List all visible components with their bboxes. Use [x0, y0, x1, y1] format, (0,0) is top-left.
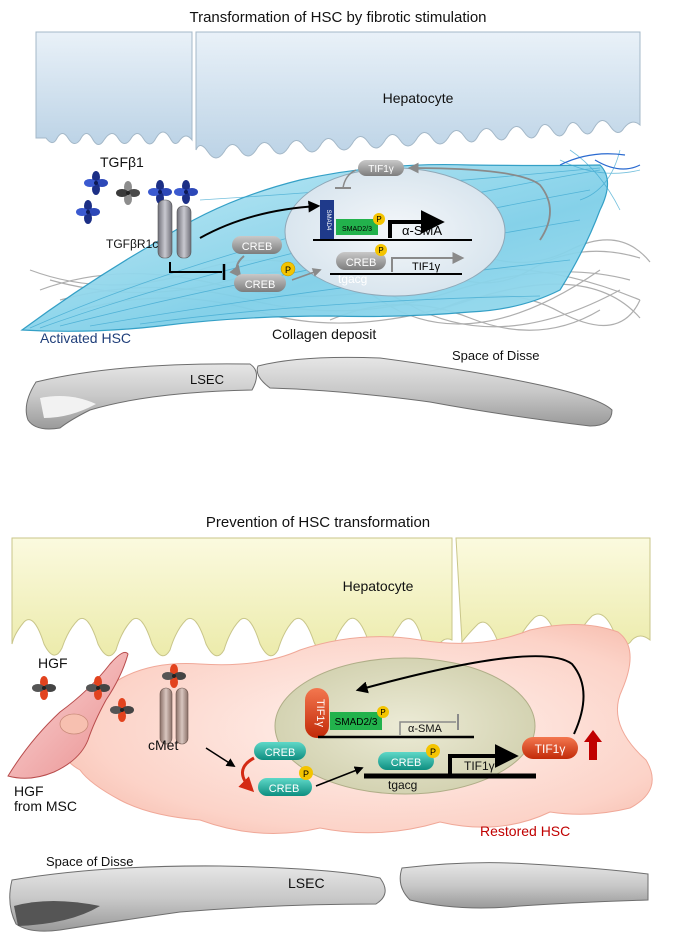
- asma-transcription-arrow: [388, 210, 445, 238]
- phospho-label-bottom: P: [303, 769, 309, 779]
- creb-phospho-arrow-bottom: [238, 756, 255, 793]
- msc-label-line1: HGF: [14, 783, 44, 799]
- hepatocyte-left-top: [35, 31, 193, 145]
- lsec-bottom-nucleus: [14, 901, 100, 926]
- tgfbr1c-receptor-left: [157, 199, 173, 259]
- creb-nuclear-phospho-bottom: [426, 744, 440, 758]
- cell-extension: [559, 153, 641, 170]
- smad-phospho-label-bottom: P: [380, 708, 385, 717]
- top-hepatocyte-label: Hepatocyte: [383, 90, 454, 106]
- cmet-receptor-left: [159, 687, 173, 745]
- tif-protein-label: TIF1γ: [368, 164, 394, 175]
- top-title: Transformation of HSC by fibrotic stimul…: [189, 9, 486, 26]
- lsec-right-top: [256, 356, 613, 427]
- smad23-box: [336, 219, 378, 235]
- tgfb1-ligand-icon: [84, 171, 108, 195]
- creb-phospho-label: CREB: [245, 279, 276, 291]
- phospho-badge: [280, 261, 296, 277]
- top-space-disse-label: Space of Disse: [452, 348, 539, 363]
- nucleus-top: [284, 167, 506, 297]
- creb-phospho-arrow: [229, 255, 245, 278]
- tgfb1-ligand-icon: [116, 181, 140, 205]
- lsec-right-bottom: [399, 862, 649, 909]
- tgfb1-label: TGFβ1: [100, 154, 144, 170]
- creb-to-nucleus-arrow-bottom: [315, 766, 364, 787]
- creb-nuclear-phospho: [375, 244, 387, 256]
- phospho-label: P: [285, 265, 291, 275]
- creb-nuclear-phospho-label-bottom: P: [430, 747, 436, 757]
- creb-phospho-bottom: [258, 778, 312, 796]
- creb-nuclear-label-bottom: CREB: [391, 757, 422, 769]
- asma-repressed-line: [399, 721, 456, 735]
- nucleus-bottom: [274, 657, 536, 795]
- msc-nucleus: [59, 713, 89, 735]
- tif-bound-label: TIF1γ: [314, 699, 326, 728]
- tif-protein-bottom: [522, 737, 578, 759]
- tgfb1-ligand-icon: [174, 180, 198, 204]
- restored-hsc-label: Restored HSC: [480, 823, 570, 839]
- hgf-ligand-icon: [32, 676, 56, 700]
- creb-cyto-label: CREB: [242, 241, 273, 253]
- lsec-left-bottom: [9, 865, 386, 932]
- lsec-left-nucleus: [40, 396, 96, 418]
- top-lsec-label: LSEC: [190, 372, 224, 387]
- tif-feedback-arrow: [407, 162, 551, 241]
- smad4-label: SMAD4: [325, 210, 331, 231]
- bottom-space-disse-label: Space of Disse: [46, 854, 133, 869]
- tif-bound-smad: [305, 688, 329, 738]
- tif-gene-label: TIF1γ: [412, 261, 441, 273]
- smad23-label: SMAD2/3: [342, 226, 372, 233]
- creb-nuclear-phospho-label: P: [378, 246, 383, 255]
- creb-nuclear-bottom: [378, 752, 434, 770]
- smad23-box-bottom: [330, 712, 382, 730]
- cmet-receptor-right: [175, 687, 189, 745]
- cmet-label: cMet: [148, 737, 178, 753]
- tgfbr1c-receptor-right: [176, 205, 192, 259]
- hepatocyte-right-top: [195, 31, 641, 159]
- creb-to-nucleus-arrow: [291, 268, 322, 281]
- smad23-label-bottom: SMAD2/3: [335, 717, 378, 728]
- hgf-label: HGF: [38, 655, 68, 671]
- creb-cytoplasmic: [232, 236, 282, 254]
- tgfb1-ligand-icon: [76, 200, 100, 224]
- tif-gene-label-bottom: TIF1γ: [464, 759, 495, 773]
- creb-cytoplasmic-bottom: [254, 742, 306, 760]
- smad4-box: [320, 200, 334, 240]
- tgfbr-to-smad-arrow: [199, 200, 321, 239]
- tgacg-motif: tgacg: [338, 272, 367, 286]
- msc-label-line2: from MSC: [14, 798, 77, 814]
- bottom-panel: Prevention of HSC transformation Hepatoc…: [7, 514, 653, 932]
- tgfbr1c-label: TGFβR1c: [106, 237, 158, 251]
- bottom-lsec-label: LSEC: [288, 875, 325, 891]
- tif-upregulated-arrow: [584, 730, 602, 760]
- creb-phospho: [234, 274, 286, 292]
- smad-phospho-bottom: [377, 706, 389, 718]
- creb-cyto-label-bottom: CREB: [265, 747, 296, 759]
- cmet-to-creb-arrow: [205, 747, 236, 767]
- tif-transcription-arrow-bottom: [448, 744, 519, 774]
- collagen-label: Collagen deposit: [272, 326, 376, 342]
- cytoskeleton-lines: [29, 149, 641, 329]
- creb-nuclear-label: CREB: [346, 257, 377, 269]
- activated-hsc-label: Activated HSC: [40, 330, 131, 346]
- bottom-title: Prevention of HSC transformation: [206, 514, 430, 531]
- tif-transcription-arrow: [391, 252, 465, 272]
- asma-label-bottom: α-SMA: [408, 723, 443, 735]
- creb-phospho-label-bottom: CREB: [269, 783, 300, 795]
- tgacg-motif-bottom: tgacg: [388, 778, 417, 792]
- smad-phospho-label: P: [376, 215, 381, 224]
- tif-protein-top: [358, 160, 404, 176]
- asma-label: α-SMA: [402, 223, 442, 238]
- lsec-left-top: [25, 363, 257, 430]
- tif-inhibits-smad: [342, 169, 357, 189]
- phospho-badge-bottom: [299, 766, 313, 780]
- tif-feedback-arrow-bottom: [355, 655, 585, 735]
- tgfbr-inhibits-creb: [169, 262, 222, 273]
- bottom-hepatocyte-label: Hepatocyte: [343, 578, 414, 594]
- creb-nuclear: [336, 252, 386, 270]
- top-panel: Transformation of HSC by fibrotic stimul…: [20, 9, 651, 430]
- smad-phospho-badge: [373, 213, 385, 225]
- tif-protein-label-bottom: TIF1γ: [535, 742, 566, 756]
